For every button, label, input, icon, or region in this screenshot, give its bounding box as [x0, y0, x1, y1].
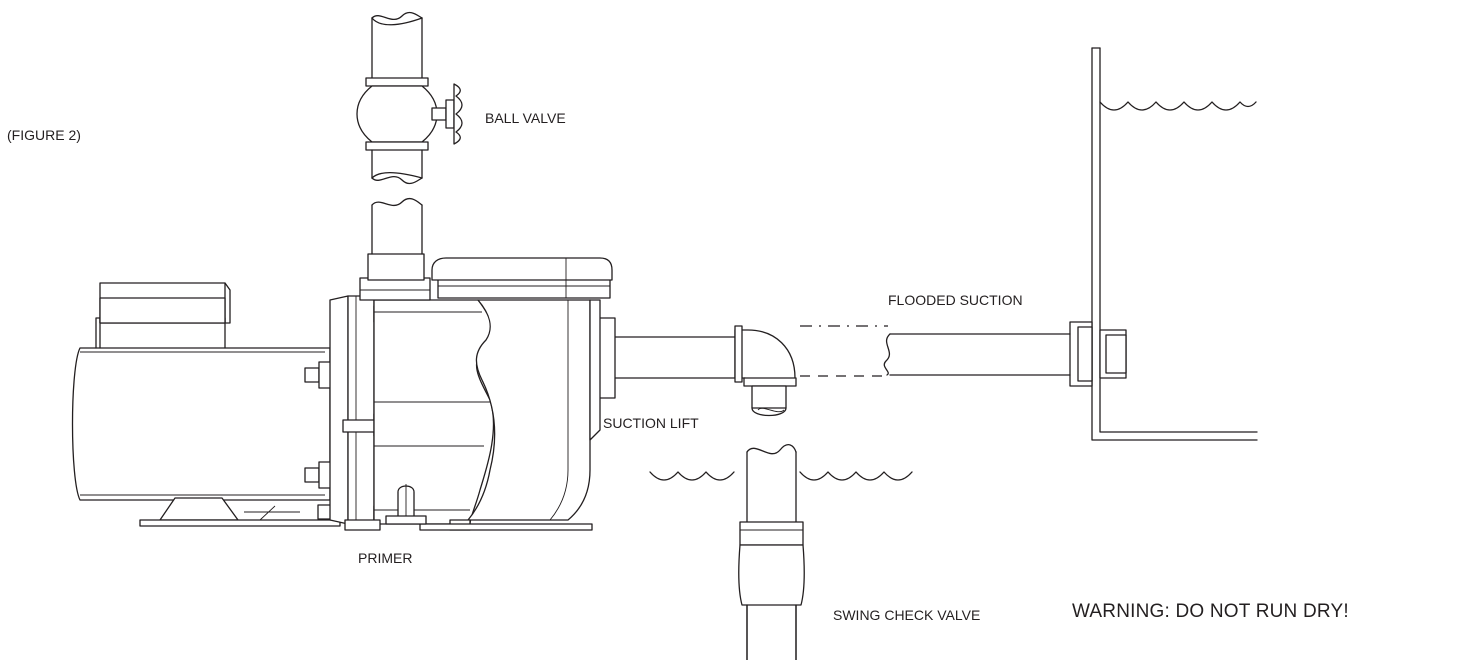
- suction-lift-label: SUCTION LIFT: [603, 415, 699, 431]
- swing-check-valve-body: [738, 521, 805, 660]
- strainer-basket-housing: [467, 299, 601, 521]
- suction-pipe: [614, 336, 736, 379]
- motor-capacitor-box: [99, 282, 231, 324]
- pump-volute-housing: [373, 299, 495, 525]
- primer-label: PRIMER: [358, 550, 412, 566]
- pump-motor: [71, 317, 331, 501]
- warning-label: WARNING: DO NOT RUN DRY!: [1072, 601, 1349, 622]
- ball-valve-handle: [431, 83, 463, 145]
- ball-valve-body: [356, 77, 438, 185]
- discharge-pipe-lower: [371, 197, 423, 255]
- primer-drain-plug: [385, 484, 427, 525]
- elbow-fitting: [734, 325, 797, 417]
- wall-fitting: [1069, 321, 1127, 387]
- flooded-suction-label: FLOODED SUCTION: [888, 292, 1023, 308]
- motor-base: [139, 497, 341, 527]
- swing-check-valve-label: SWING CHECK VALVE: [833, 607, 980, 623]
- pool-water-surface: [1099, 101, 1257, 111]
- suction-lift-pipe: [746, 444, 797, 526]
- strainer-lid: [431, 257, 613, 299]
- flooded-suction-pipe: [883, 333, 1071, 376]
- base-foot: [344, 519, 593, 531]
- lower-water-surface: [649, 471, 913, 481]
- discharge-pipe-upper: [371, 11, 423, 79]
- suction-centerlines: [800, 325, 888, 377]
- ball-valve-label: BALL VALVE: [485, 110, 566, 126]
- discharge-union: [359, 253, 431, 301]
- figure-label: (FIGURE 2): [7, 127, 81, 143]
- pool-wall: [1091, 47, 1258, 441]
